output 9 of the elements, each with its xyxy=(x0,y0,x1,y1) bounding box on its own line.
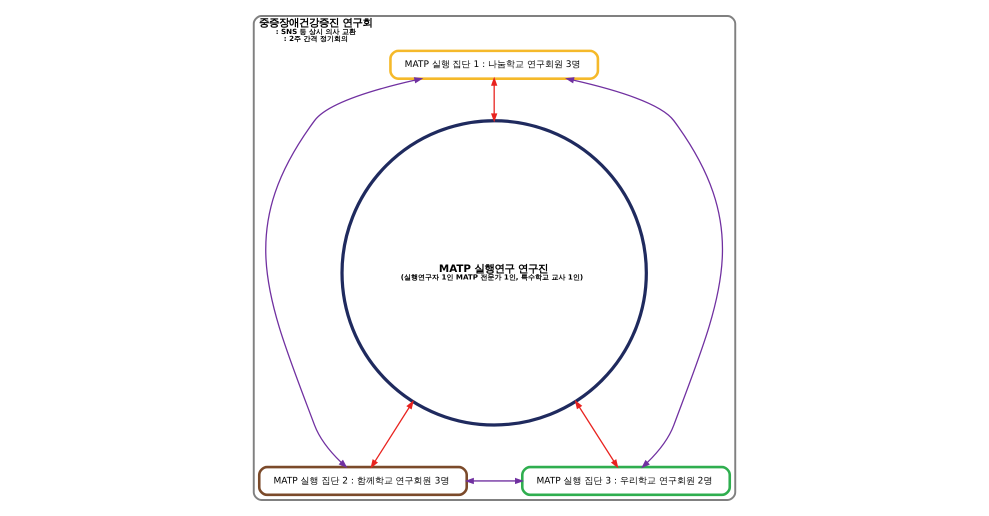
arrow xyxy=(370,400,414,469)
arrow xyxy=(491,76,498,122)
arrow xyxy=(265,77,424,468)
arrow xyxy=(565,77,723,468)
arrow xyxy=(464,478,524,484)
node-box: MATP 실행 집단 1 : 나눔학교 연구회원 3명 xyxy=(389,50,600,80)
arrow xyxy=(574,400,618,468)
node-box: MATP 실행 집단 3 : 우리학교 연구회원 2명 xyxy=(521,466,732,496)
node-box: MATP 실행 집단 2 : 함께학교 연구회원 3명 xyxy=(258,466,468,496)
